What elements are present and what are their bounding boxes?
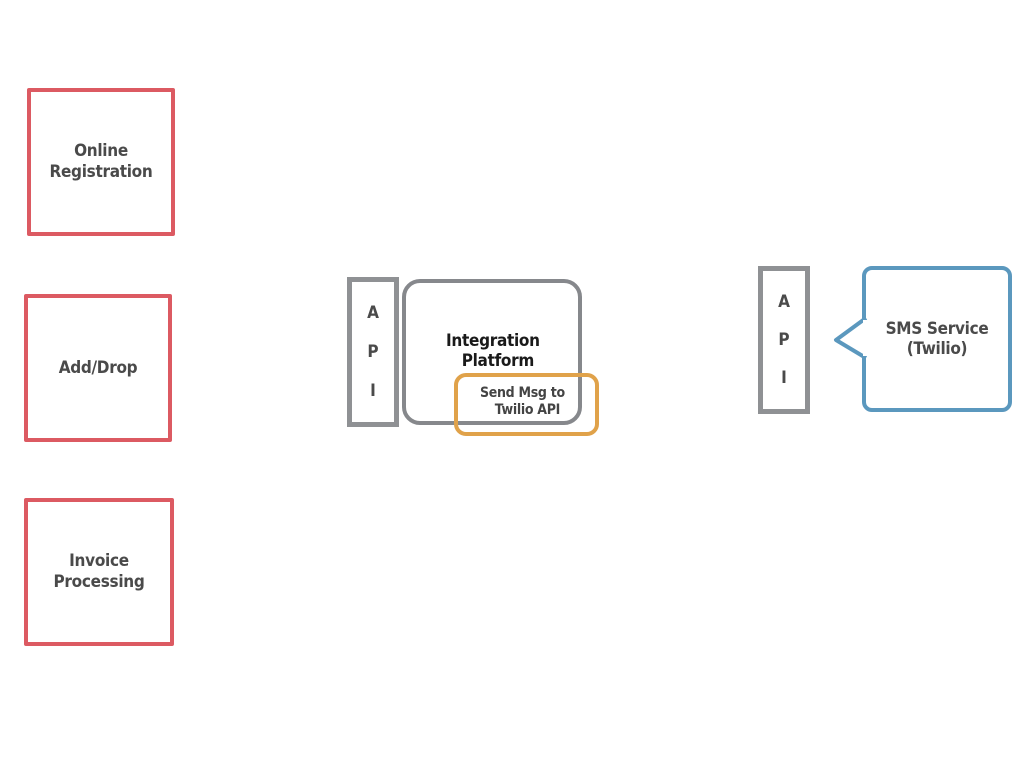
label-line: Processing: [53, 572, 145, 592]
online-registration-label: Online Registration: [50, 141, 153, 183]
label-line: Add/Drop: [58, 357, 138, 378]
api-letter: I: [370, 380, 376, 401]
sms-service-label: SMS Service (Twilio): [886, 319, 989, 359]
source-invoice-processing: Invoice Processing: [24, 498, 174, 646]
callout-pointer-icon: [834, 316, 869, 360]
integration-platform: Integration Platform: [402, 279, 582, 425]
label-line: Registration: [49, 162, 153, 182]
label-line: (Twilio): [906, 339, 968, 359]
integration-platform-label: Integration Platform: [446, 331, 540, 371]
api-letter: P: [367, 341, 379, 362]
label-line: Integration: [446, 331, 540, 351]
send-msg-label: Send Msg to Twilio API: [480, 385, 565, 419]
label-line: Platform: [461, 351, 535, 371]
label-line: Online: [74, 141, 128, 161]
label-line: Invoice: [69, 551, 129, 571]
add-drop-label: Add/Drop: [59, 358, 138, 379]
sms-service-twilio: SMS Service (Twilio): [862, 266, 1012, 412]
source-online-registration: Online Registration: [27, 88, 175, 236]
api-letter: P: [778, 330, 790, 350]
integration-api-bar: A P I: [347, 277, 399, 427]
label-line: Twilio API: [494, 402, 561, 418]
sms-api-bar: A P I: [758, 266, 810, 414]
label-line: Send Msg to: [480, 385, 565, 401]
source-add-drop: Add/Drop: [24, 294, 172, 442]
api-letter: A: [367, 303, 379, 324]
api-letter: A: [778, 292, 790, 312]
send-msg-to-twilio-component: Send Msg to Twilio API: [454, 373, 599, 436]
api-letter: I: [781, 368, 787, 388]
invoice-processing-label: Invoice Processing: [54, 551, 145, 593]
label-line: SMS Service: [885, 319, 989, 339]
